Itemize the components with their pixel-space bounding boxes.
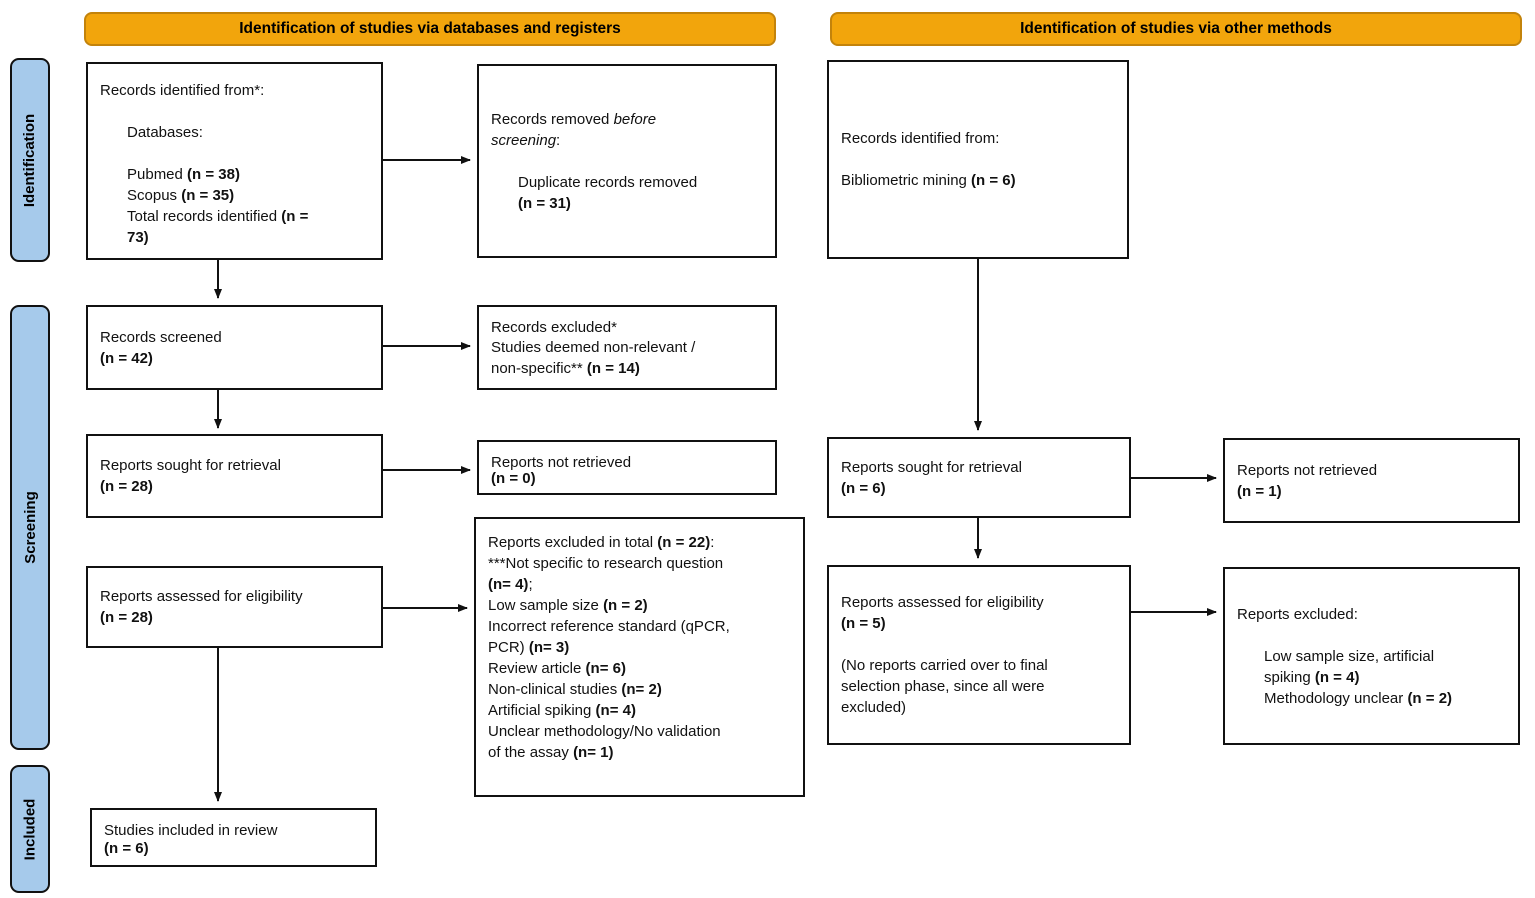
text-line: PCR) (n= 3) xyxy=(488,639,570,656)
text-line: Studies included in review xyxy=(104,822,278,839)
text-line: Reports sought for retrieval xyxy=(841,458,1022,476)
box-studies-included: Studies included in review(n = 6) xyxy=(90,808,377,867)
text-line: non-specific** (n = 14) xyxy=(491,359,640,377)
text-line: Records screened xyxy=(100,328,222,346)
text-line: Reports not retrieved xyxy=(1237,461,1378,479)
stage-label-identification: Identification xyxy=(10,58,50,262)
text-line xyxy=(841,149,1115,170)
text-line: screening: xyxy=(491,131,561,149)
text-line: 73) xyxy=(127,229,149,246)
box-reports-not-retrieved: Reports not retrieved(n = 0) xyxy=(477,440,777,495)
stage-label-included-text: Included xyxy=(21,798,39,860)
text-line: Reports excluded in total (n = 22): xyxy=(488,534,715,551)
box-records-screened: Records screened (n = 42) xyxy=(86,305,383,390)
text-line: Reports assessed for eligibility xyxy=(841,594,1044,611)
text-line: Reports not retrieved xyxy=(491,454,632,471)
text-line: Incorrect reference standard (qPCR, xyxy=(488,618,730,635)
text-line: excluded) xyxy=(841,699,907,716)
text-line: (n = 6) xyxy=(104,839,149,857)
box-records-removed: Records removed before screening: Duplica… xyxy=(477,64,777,258)
stage-label-identification-text: Identification xyxy=(21,113,39,207)
stage-label-screening: Screening xyxy=(10,305,50,750)
text-line: (No reports carried over to final xyxy=(841,657,1048,674)
box-reports-excluded-other: Reports excluded: Low sample size, artif… xyxy=(1223,567,1520,745)
text-line: Low sample size, artificial xyxy=(1264,647,1435,665)
banner-other-methods: Identification of studies via other meth… xyxy=(830,12,1522,46)
text-line: Total records identified (n = xyxy=(127,208,309,225)
text-line: (n = 42) xyxy=(100,349,153,367)
text-line: spiking (n = 4) xyxy=(1264,668,1360,686)
text-line: Methodology unclear (n = 2) xyxy=(1264,689,1453,707)
text-line: of the assay (n= 1) xyxy=(488,744,614,761)
text-line: Scopus (n = 35) xyxy=(127,187,235,204)
text-line: (n = 6) xyxy=(841,479,886,497)
banner-databases-registers: Identification of studies via databases … xyxy=(84,12,776,46)
stage-label-screening-text: Screening xyxy=(21,491,39,564)
box-reports-sought: Reports sought for retrieval (n = 28) xyxy=(86,434,383,518)
text-line xyxy=(491,151,763,172)
text-line: Reports assessed for eligibility xyxy=(100,588,303,605)
stage-label-included: Included xyxy=(10,765,50,893)
text-line: Review article (n= 6) xyxy=(488,660,626,677)
box-records-excluded: Records excluded* Studies deemed non-rele… xyxy=(477,305,777,390)
box-reports-assessed: Reports assessed for eligibility (n = 28) xyxy=(86,566,383,648)
text-line: Reports sought for retrieval xyxy=(100,457,281,474)
text-line: Duplicate records removed xyxy=(518,173,698,191)
text-line: (n = 5) xyxy=(841,615,886,632)
text-line: (n = 0) xyxy=(491,469,536,487)
text-line: Records identified from: xyxy=(841,130,1000,147)
text-line xyxy=(841,634,1117,655)
text-line: Records removed before xyxy=(491,110,657,128)
box-reports-sought-other: Reports sought for retrieval (n = 6) xyxy=(827,437,1131,518)
text-line: (n = 31) xyxy=(518,194,571,212)
text-line xyxy=(100,143,369,164)
text-line: ***Not specific to research question xyxy=(488,555,724,572)
box-records-identified-other: Records identified from: Bibliometric mi… xyxy=(827,60,1129,259)
text-line: (n = 28) xyxy=(100,478,153,495)
box-reports-assessed-other: Reports assessed for eligibility(n = 5) … xyxy=(827,565,1131,745)
text-line: Records identified from*: xyxy=(100,82,265,99)
text-line: Artificial spiking (n= 4) xyxy=(488,702,636,719)
box-reports-excluded-total: Reports excluded in total (n = 22): ***No… xyxy=(474,517,805,797)
text-line: (n = 1) xyxy=(1237,482,1282,500)
text-line: (n = 28) xyxy=(100,609,153,626)
text-line: selection phase, since all were xyxy=(841,678,1045,695)
text-line: Unclear methodology/No validation xyxy=(488,723,721,740)
text-line: Records excluded* xyxy=(491,319,617,336)
text-line xyxy=(100,101,369,122)
text-line xyxy=(1237,625,1506,646)
text-line: Reports excluded: xyxy=(1237,605,1358,623)
box-records-identified: Records identified from*: Databases: Pub… xyxy=(86,62,383,260)
text-line: Pubmed (n = 38) xyxy=(127,166,240,183)
text-line: (n= 4); xyxy=(488,576,533,593)
text-line: Databases: xyxy=(127,124,203,141)
text-line: Non-clinical studies (n= 2) xyxy=(488,681,662,698)
text-line: Studies deemed non-relevant / xyxy=(491,339,696,357)
text-line: Bibliometric mining (n = 6) xyxy=(841,172,1016,189)
text-line: Low sample size (n = 2) xyxy=(488,597,648,614)
box-reports-not-retrieved-other: Reports not retrieved (n = 1) xyxy=(1223,438,1520,523)
